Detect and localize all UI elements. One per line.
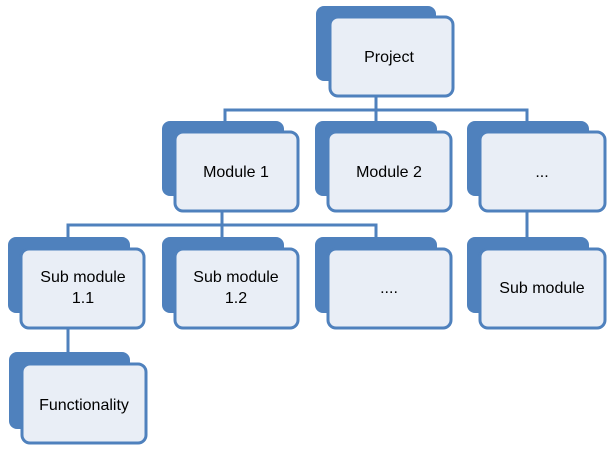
node-sub-module-1-1-label-line1: Sub module <box>40 269 125 286</box>
node-module-more-box <box>478 130 607 213</box>
node-sub-module-1-2: Sub module 1.2 <box>162 237 300 330</box>
node-module-2: Module 2 <box>315 121 453 213</box>
node-project: Project <box>316 6 455 98</box>
node-module-2-box <box>326 130 453 213</box>
node-sub-module-more-label: .... <box>380 280 398 297</box>
connector-project-to-modules <box>223 96 378 123</box>
node-module-more-label: ... <box>535 164 548 181</box>
node-sub-module-box <box>478 247 607 330</box>
node-functionality: Functionality <box>9 352 148 445</box>
node-sub-module-1-2-box <box>173 247 300 330</box>
node-sub-module: Sub module <box>467 237 607 330</box>
connectors <box>66 96 529 354</box>
node-module-2-label: Module 2 <box>356 164 422 181</box>
node-module-more: ... <box>467 121 607 213</box>
node-sub-module-1-1-box <box>19 247 146 330</box>
node-sub-module-1-1-label-line2: 1.1 <box>72 290 94 307</box>
connector-module-1-to-submodules <box>66 211 224 238</box>
node-functionality-box <box>20 362 148 445</box>
node-module-1-label: Module 1 <box>203 164 269 181</box>
node-functionality-label: Functionality <box>39 397 129 414</box>
node-project-label: Project <box>364 49 414 66</box>
node-module-1: Module 1 <box>162 121 300 213</box>
node-sub-module-label: Sub module <box>499 280 584 297</box>
connector-module-1-to-sub-more <box>222 223 378 238</box>
node-project-box <box>328 15 455 98</box>
node-sub-module-more-box <box>326 247 453 330</box>
node-sub-module-more: .... <box>315 237 453 330</box>
node-sub-module-1-2-label-line2: 1.2 <box>225 290 247 307</box>
node-sub-module-1-2-label-line1: Sub module <box>193 269 278 286</box>
node-sub-module-1-1: Sub module 1.1 <box>8 237 146 330</box>
connector-project-to-module-more <box>376 108 529 123</box>
node-module-1-box <box>173 130 300 213</box>
